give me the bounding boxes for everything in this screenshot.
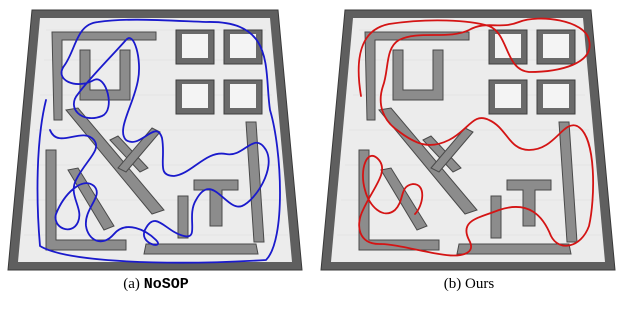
map-environment	[7, 9, 303, 271]
map-render-ours	[320, 9, 616, 271]
panel-ours: (b) Ours	[319, 0, 619, 322]
caption-label: (b)	[443, 276, 462, 292]
map-render-nosop	[7, 9, 303, 271]
pillar-tops	[182, 34, 256, 108]
caption-ours: (b) Ours	[319, 276, 619, 293]
trajectory-path	[357, 17, 594, 257]
caption-nosop: (a) NoSOP	[6, 276, 306, 293]
caption-method-name: NoSOP	[143, 276, 189, 293]
caption-label: (a)	[123, 276, 140, 292]
map-environment	[320, 9, 616, 271]
trajectory-path	[36, 18, 281, 264]
panel-nosop: (a) NoSOP	[6, 0, 306, 322]
pillar-tops	[495, 34, 569, 108]
caption-method-name: Ours	[465, 276, 495, 292]
inner-walls	[45, 31, 265, 255]
